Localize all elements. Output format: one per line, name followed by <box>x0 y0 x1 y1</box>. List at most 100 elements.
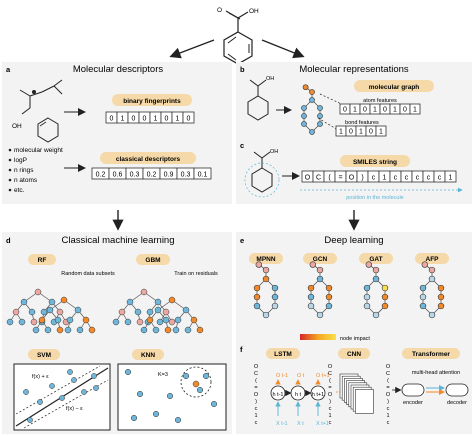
vertical-token: O <box>254 364 259 370</box>
atom-bit-value: 0 <box>343 107 347 114</box>
bullet-0: molecular weight <box>14 147 63 154</box>
cnn-pill-label: CNN <box>347 351 361 358</box>
tree-node <box>168 318 176 326</box>
decoder-block <box>445 383 469 397</box>
bullet-2: n rings <box>14 167 34 174</box>
panel-a-bg <box>2 62 232 204</box>
atom-bit-cell <box>409 103 421 115</box>
tree-node <box>146 308 154 316</box>
panel-c-molecule: OH <box>244 149 280 198</box>
fingerprint-bit-value: 0 <box>143 116 147 123</box>
vertical-token: 1 <box>254 413 257 419</box>
smiles-token-value: c <box>394 175 398 182</box>
vertical-token: = <box>386 385 389 391</box>
vertical-token: O <box>328 392 333 398</box>
descriptor-value: 0.9 <box>164 172 174 179</box>
bond-bit-value: 0 <box>369 129 373 136</box>
graph-node <box>437 302 445 310</box>
vertical-token: 1 <box>328 413 331 419</box>
dl-model-label: GAT <box>369 256 382 263</box>
bond-bit-value: 1 <box>379 129 383 136</box>
atom-bit-value: 0 <box>383 107 387 114</box>
descriptor-value: 0.6 <box>113 172 123 179</box>
fingerprint-pill <box>112 94 192 106</box>
svm-point <box>91 373 97 379</box>
graph-node <box>372 266 380 274</box>
graph-node <box>325 293 333 301</box>
smiles-token-value: 1 <box>383 175 387 182</box>
gbm-pill <box>136 254 170 265</box>
knn-point <box>210 400 218 408</box>
graph-node <box>271 302 279 310</box>
dl-model-pill <box>249 253 283 264</box>
lstm-in-0: X t-1 <box>276 421 288 427</box>
panel-a-title: Molecular descriptors <box>73 64 164 75</box>
encoder-label: encoder <box>403 400 423 406</box>
bullet-4: etc. <box>14 187 25 194</box>
tree-node <box>134 308 142 316</box>
tree-node <box>60 296 68 304</box>
svm-pill-label: SVM <box>37 352 51 359</box>
tree-node <box>18 318 26 326</box>
tree-node <box>12 308 20 316</box>
knn-point <box>182 372 190 380</box>
vertical-token: C <box>254 371 258 377</box>
tree-node <box>54 316 62 324</box>
graph-node <box>363 302 371 310</box>
bond-bit-value: 1 <box>359 129 363 136</box>
graph-node <box>271 284 279 292</box>
smiles-token-value: O <box>349 175 355 182</box>
lstm-pill <box>266 348 300 359</box>
graph-node <box>381 302 389 310</box>
graph-node <box>325 284 333 292</box>
tree-node <box>74 306 82 314</box>
dl-model-pill <box>359 253 393 264</box>
tree-node <box>34 288 42 296</box>
graph-node <box>301 113 307 119</box>
graph-node <box>317 113 323 119</box>
graph-node <box>437 293 445 301</box>
gbm-pill-label: GBM <box>145 257 160 264</box>
graph-node <box>317 121 323 127</box>
graph-node <box>419 302 427 310</box>
smiles-token-value: ) <box>361 175 363 182</box>
panel-c-letter: c <box>240 141 244 150</box>
vertical-token: O <box>254 392 259 398</box>
rf-pill-label: RF <box>38 257 47 264</box>
tree-node <box>136 318 144 326</box>
panel-e-letter: e <box>240 236 244 245</box>
transformer-smiles-column: OC(=O)c1c <box>386 364 391 426</box>
impact-label: node impact <box>340 336 370 342</box>
vertical-token: c <box>387 420 390 426</box>
descriptor-value: 0.2 <box>96 172 106 179</box>
graph-node <box>419 293 427 301</box>
panel-a-letter: a <box>6 65 11 74</box>
panel-a-molecule: OH <box>12 79 63 143</box>
molecular-graph <box>301 84 323 135</box>
fingerprint-bit-value: 1 <box>176 116 180 123</box>
tree-node <box>154 306 162 314</box>
smiles-token-value: c <box>438 175 442 182</box>
panel-b-title: Molecular representations <box>299 64 409 75</box>
tree-node <box>56 308 64 316</box>
top-oh-label: OH <box>249 8 259 15</box>
vertical-token: ) <box>255 399 257 405</box>
knn-plot: K=3 <box>117 363 227 431</box>
knn-point <box>174 416 182 424</box>
fingerprint-bit-value: 0 <box>110 116 114 123</box>
svm-point <box>23 389 29 395</box>
graph-node <box>262 266 270 274</box>
knn-k-label: K=3 <box>158 372 168 378</box>
bullet-3: n atoms <box>14 177 38 184</box>
descriptor-pill <box>100 152 196 164</box>
knn-pill <box>132 349 164 360</box>
arrow-left <box>169 39 215 59</box>
smiles-token-value: c <box>405 175 409 182</box>
svm-point <box>37 399 43 405</box>
panel-d-letter: d <box>6 236 11 245</box>
